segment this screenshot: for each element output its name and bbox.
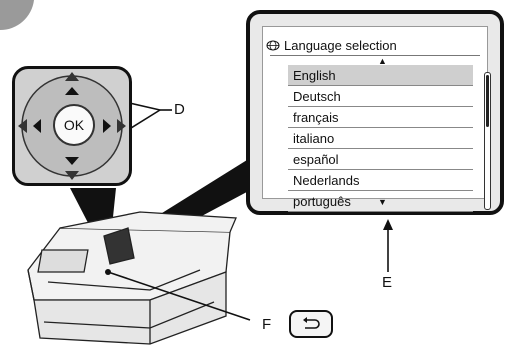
list-scrollbar[interactable] <box>484 72 491 210</box>
lcd-display <box>262 26 488 199</box>
screen-title-text: Language selection <box>284 38 397 53</box>
right-indicator-icon <box>117 119 126 133</box>
back-button[interactable] <box>289 310 333 338</box>
scroll-down-icon: ▼ <box>378 197 387 207</box>
language-option[interactable]: Deutsch <box>288 86 473 107</box>
right-button-icon[interactable] <box>103 119 111 133</box>
ok-button[interactable]: OK <box>53 104 95 146</box>
globe-settings-icon <box>266 40 280 51</box>
screen-title: Language selection <box>266 38 397 53</box>
back-arrow-icon <box>303 317 320 329</box>
callout-d-label: D <box>174 101 185 118</box>
left-indicator-icon <box>18 119 27 133</box>
up-button-icon[interactable] <box>65 87 79 95</box>
language-option[interactable]: italiano <box>288 128 473 149</box>
scroll-up-icon: ▲ <box>378 56 387 66</box>
ok-label: OK <box>63 117 85 133</box>
title-divider <box>270 55 480 56</box>
callout-line-f <box>107 271 251 321</box>
down-indicator-icon <box>65 171 79 180</box>
down-button-icon[interactable] <box>65 157 79 165</box>
printer <box>27 211 237 345</box>
language-option[interactable]: português <box>288 191 473 212</box>
language-option[interactable]: español <box>288 149 473 170</box>
language-option[interactable]: français <box>288 107 473 128</box>
left-button-icon[interactable] <box>33 119 41 133</box>
step-marker <box>0 0 34 31</box>
up-indicator-icon <box>65 72 79 81</box>
scrollbar-thumb[interactable] <box>486 75 489 127</box>
language-option[interactable]: Nederlands <box>288 170 473 191</box>
language-option[interactable]: English <box>288 65 473 86</box>
lcd-screen: Language selection ▲ English Deutsch fra… <box>246 10 504 215</box>
language-list: English Deutsch français italiano españo… <box>288 65 473 212</box>
callout-e-label: E <box>382 274 393 291</box>
callout-f-label: F <box>262 316 272 333</box>
